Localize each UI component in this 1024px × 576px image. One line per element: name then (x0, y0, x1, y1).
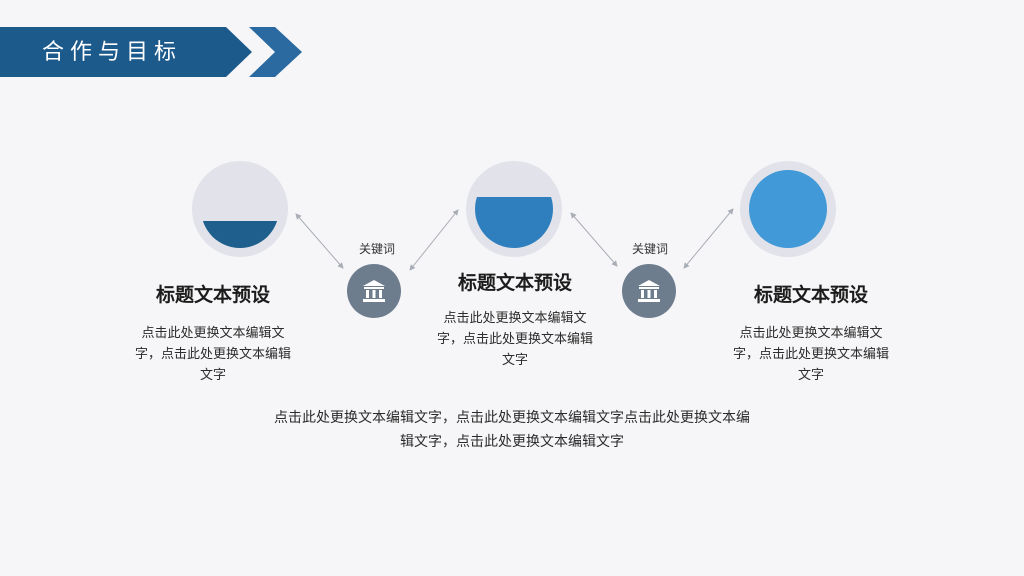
arrow-1 (295, 213, 344, 269)
keyword-label-1: 关键词 (358, 242, 395, 256)
arrow-4 (683, 208, 734, 269)
card-body-2: 点击此处更换文本编辑文字，点击此处更换文本编辑文字 (436, 311, 593, 368)
progress-circle-2 (466, 161, 562, 257)
arrow-2 (409, 209, 459, 271)
summary-text: 点击此处更换文本编辑文字，点击此处更换文本编辑文字点击此处更换文本编辑文字，点击… (274, 410, 750, 450)
progress-circle-3 (740, 161, 836, 257)
progress-circle-1 (192, 161, 288, 257)
banner-bar (0, 27, 252, 77)
progress-fill-1 (201, 220, 279, 248)
banner-chevron (249, 27, 302, 77)
connector-badge-1 (347, 264, 401, 318)
card-body-3: 点击此处更换文本编辑文字，点击此处更换文本编辑文字 (732, 326, 889, 383)
progress-circle-inner-2 (475, 170, 553, 248)
progress-fill-2 (475, 197, 553, 248)
card-title-3: 标题文本预设 (753, 284, 868, 306)
bank-icon (363, 280, 385, 302)
header-banner (0, 27, 302, 77)
arrow-3 (570, 212, 618, 267)
keyword-label-2: 关键词 (631, 242, 668, 256)
page-title: 合作与目标 (42, 40, 183, 65)
progress-circle-inner-3 (749, 170, 827, 248)
connector-badge-2 (622, 264, 676, 318)
card-title-1: 标题文本预设 (155, 284, 270, 306)
card-title-2: 标题文本预设 (457, 272, 572, 294)
progress-fill-3 (749, 170, 827, 248)
bank-icon (638, 280, 660, 302)
progress-circle-inner-1 (201, 170, 279, 248)
card-body-1: 点击此处更换文本编辑文字，点击此处更换文本编辑文字 (134, 326, 291, 383)
